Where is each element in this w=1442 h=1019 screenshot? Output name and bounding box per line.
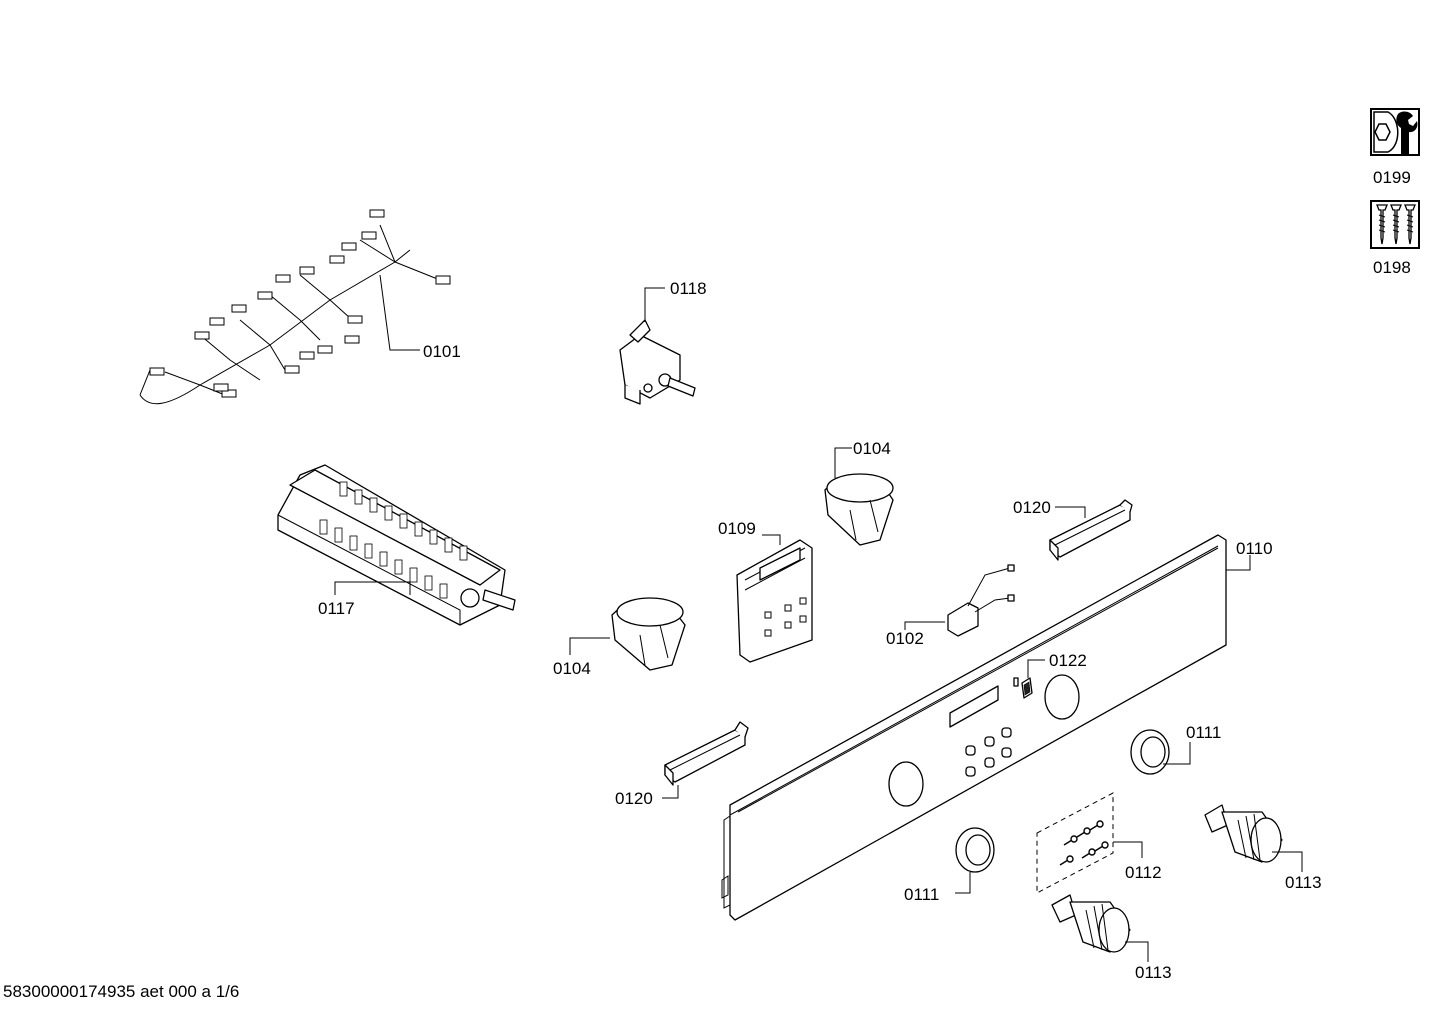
knob-part-lower [1051,894,1131,953]
part-label-0111-upper: 0111 [1186,723,1221,742]
part-label-0113-upper: 0113 [1285,873,1322,892]
door-switch-part [947,564,1015,637]
part-label-0198: 0198 [1373,258,1411,277]
knob-part-upper [1204,804,1283,863]
part-label-0113-lower: 0113 [1135,963,1172,982]
bracket-part-upper [1049,499,1133,561]
part-label-0122: 0122 [1049,651,1087,670]
bushing-part-lower [611,597,686,671]
part-label-0117: 0117 [318,599,355,618]
part-label-0104-upper: 0104 [853,439,891,458]
knob-ring-part-lower [955,827,995,873]
part-label-0102: 0102 [886,629,924,648]
part-label-0120-upper: 0120 [1013,498,1051,517]
part-label-0118: 0118 [670,279,707,298]
part-label-0101: 0101 [423,342,461,361]
part-label-0109: 0109 [718,519,756,538]
part-label-0111-lower: 0111 [904,885,939,904]
part-label-0199: 0199 [1373,168,1411,187]
wire-harness-part [139,209,451,405]
selector-switch-part [277,464,516,626]
screws-part [1036,792,1114,894]
part-label-0110: 0110 [1236,539,1273,558]
part-label-0120-lower: 0120 [615,789,653,808]
switch-part [619,319,696,405]
light-guide-part [1021,677,1033,699]
control-panel-part [721,534,1227,921]
part-label-0112: 0112 [1125,863,1162,882]
knob-ring-part-upper [1130,729,1170,775]
electronic-module-part [736,539,813,663]
bushing-part-upper [824,473,894,546]
bracket-part-lower [664,721,749,786]
document-footer: 58300000174935 aet 000 a 1/6 [3,982,240,1001]
part-label-0104-lower: 0104 [553,659,591,678]
tools-icon [1370,108,1420,156]
screws-icon [1370,200,1420,249]
